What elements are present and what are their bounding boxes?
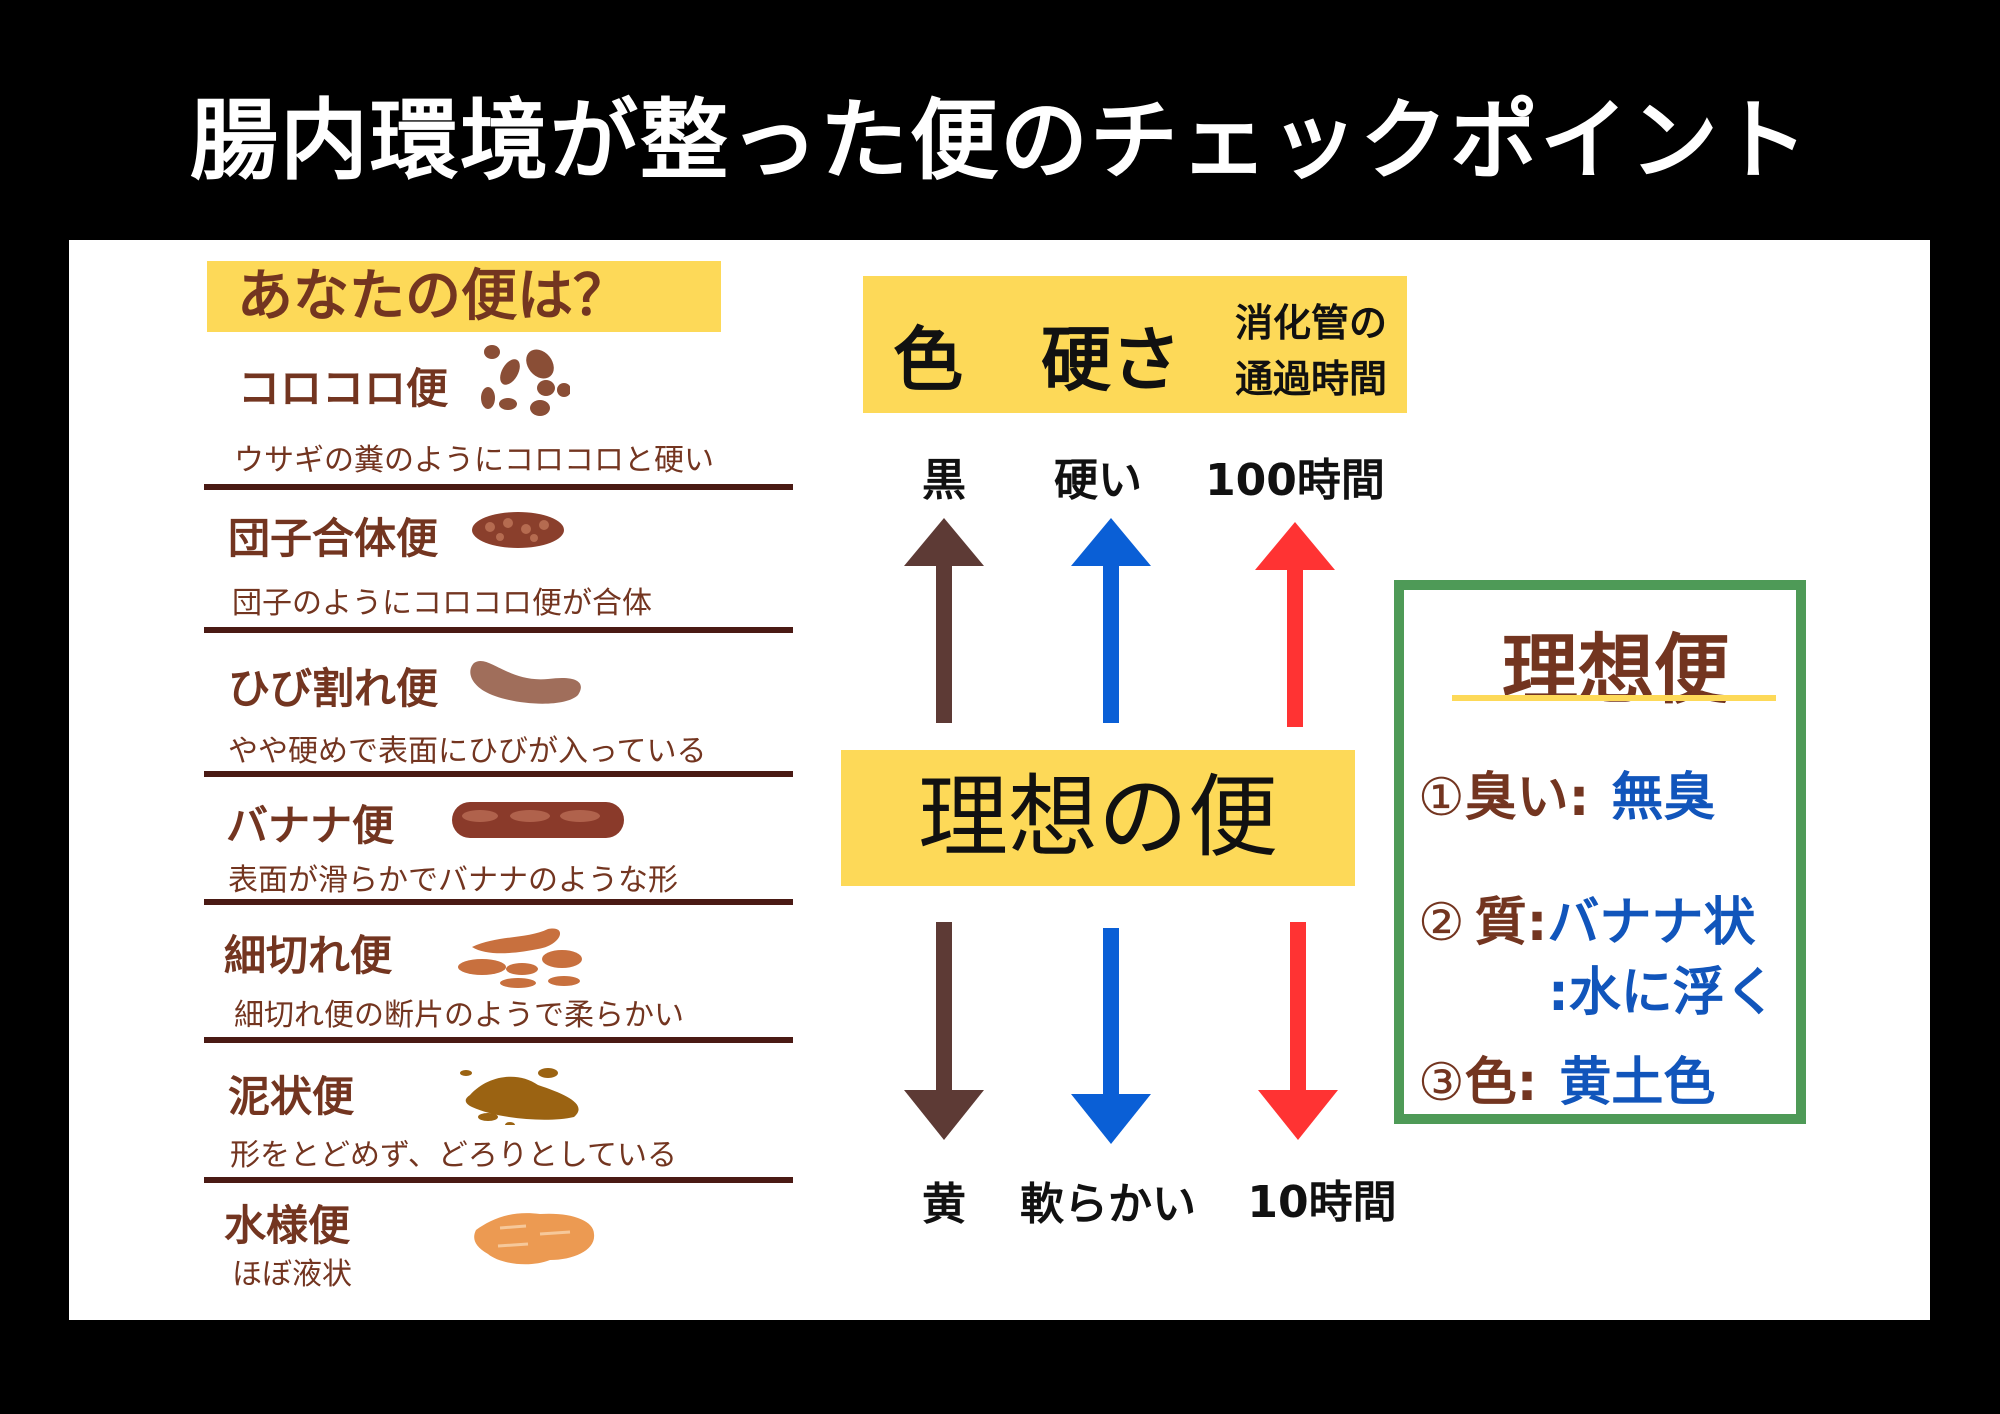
arrow-up-icon <box>904 518 984 723</box>
pellet-stool-illustration <box>481 345 570 416</box>
arrow-down-icon <box>1071 928 1151 1144</box>
top-hardness-label: 硬い <box>1054 455 1142 506</box>
item-name: 細切れ便 <box>224 931 393 980</box>
item-name: ひび割れ便 <box>228 664 439 713</box>
arrow-down-icon <box>904 922 984 1140</box>
item-name: 団子合体便 <box>228 514 439 563</box>
cracked-stool-illustration <box>470 660 581 704</box>
item-desc: 細切れ便の断片のようで柔らかい <box>234 998 684 1033</box>
quality-label: 質: <box>1474 893 1548 953</box>
item-name: コロコロ便 <box>238 364 449 413</box>
ideal-title: 理想便 <box>1502 625 1730 714</box>
color-value: 黄土色 <box>1559 1053 1716 1113</box>
arrow-up-icon <box>1071 518 1151 723</box>
number-3: ③ <box>1418 1053 1465 1113</box>
ideal-stool-box: 理想の便 <box>841 750 1355 886</box>
divider <box>204 1177 793 1183</box>
bottom-color-label: 黄 <box>922 1179 966 1230</box>
header-color: 色 <box>893 319 963 401</box>
header-transit-1: 消化管の <box>1235 301 1388 345</box>
smell-label: 臭い: <box>1464 768 1590 828</box>
title-underline <box>1452 695 1776 701</box>
divider <box>204 1037 793 1043</box>
watery-stool-illustration <box>474 1213 595 1265</box>
page-title: 腸内環境が整った便のチェックポイント <box>189 89 1810 192</box>
item-name: 水様便 <box>224 1201 351 1250</box>
item-desc: 団子のようにコロコロ便が合体 <box>232 586 652 621</box>
smell-value: 無臭 <box>1611 768 1716 828</box>
banana-stool-illustration <box>452 802 624 838</box>
number-2: ② <box>1418 893 1465 953</box>
divider <box>204 627 793 633</box>
arrow-up-icon <box>1255 522 1335 727</box>
quality-value: バナナ状 <box>1547 893 1756 953</box>
top-transit-label: 100時間 <box>1205 455 1385 506</box>
divider <box>204 771 793 777</box>
item-name: バナナ便 <box>226 801 395 850</box>
divider <box>204 484 793 490</box>
criteria-header: 色 硬さ 消化管の 通過時間 <box>863 276 1407 413</box>
item-desc: 表面が滑らかでバナナのような形 <box>228 863 678 898</box>
item-name: 泥状便 <box>228 1072 355 1121</box>
top-color-label: 黒 <box>922 455 966 506</box>
header-hardness: 硬さ <box>1041 319 1181 401</box>
item-desc: 形をとどめず、どろりとしている <box>230 1138 677 1173</box>
item-desc: ほぼ液状 <box>232 1257 352 1292</box>
item-desc: ウサギの糞のようにコロコロと硬い <box>234 443 714 478</box>
quality-value-2: :水に浮く <box>1548 963 1777 1023</box>
bottom-transit-label: 10時間 <box>1247 1177 1397 1228</box>
item-desc: やや硬めで表面にひびが入っている <box>228 734 707 769</box>
lumpy-stool-illustration <box>472 512 564 548</box>
number-1: ① <box>1418 768 1465 828</box>
muddy-stool-illustration <box>460 1068 579 1125</box>
fragmented-stool-illustration <box>458 928 582 988</box>
header-transit-2: 通過時間 <box>1235 357 1388 401</box>
bottom-hardness-label: 軟らかい <box>1020 1179 1196 1230</box>
color-label: 色: <box>1464 1053 1538 1113</box>
stool-types-header: あなたの便は？ <box>207 261 721 332</box>
divider <box>204 899 793 905</box>
arrow-down-icon <box>1258 922 1338 1140</box>
